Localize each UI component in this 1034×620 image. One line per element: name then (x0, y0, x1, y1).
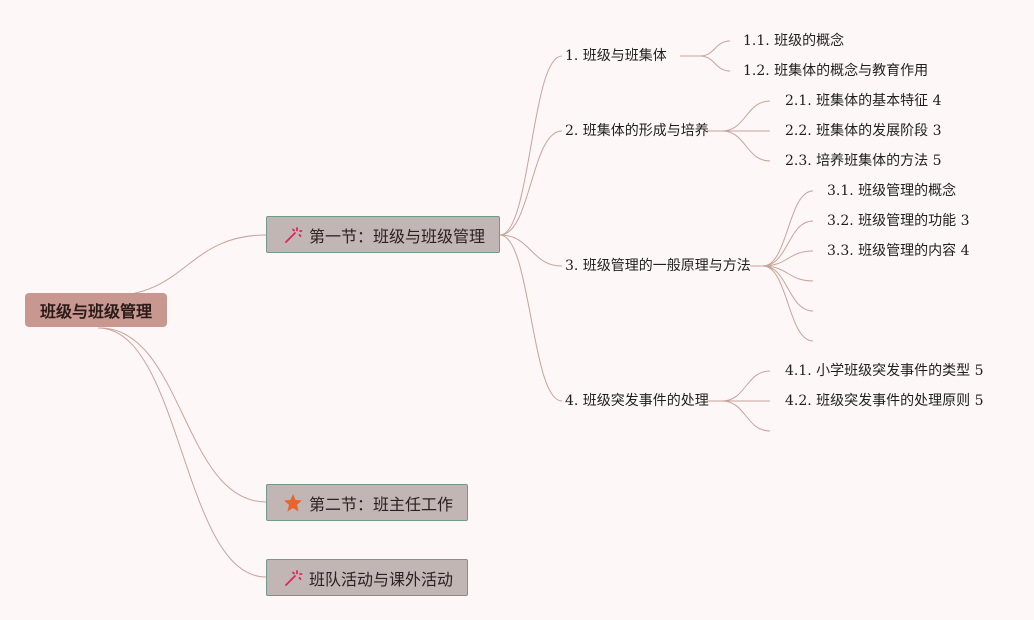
subtopic-node[interactable]: 3.2. 班级管理的功能 3 (827, 213, 970, 229)
link-root-section (107, 234, 267, 297)
link-section-topic (499, 130, 563, 236)
link-root-section (99, 327, 267, 503)
subtopic-node[interactable]: 4.2. 班级突发事件的处理原则 5 (785, 393, 984, 409)
topic-node[interactable]: 1. 班级与班集体 (565, 48, 667, 64)
section-label: 第二节：班主任工作 (309, 494, 454, 514)
link-root-section (97, 327, 267, 578)
topic-node[interactable]: 2. 班集体的形成与培养 (565, 123, 709, 139)
section-label: 第一节：班级与班级管理 (309, 226, 486, 246)
subtopic-node[interactable]: 2.2. 班集体的发展阶段 3 (785, 123, 942, 139)
root-label: 班级与班级管理 (39, 302, 152, 321)
link-topic-subtopic (762, 265, 814, 282)
link-topic-subtopic (762, 250, 814, 267)
subtopic-node[interactable]: 2.1. 班集体的基本特征 4 (785, 93, 942, 109)
magic-wand-icon (283, 568, 303, 588)
subtopic-node[interactable]: 3.1. 班级管理的概念 (827, 183, 957, 199)
link-section-topic (499, 234, 563, 267)
link-topic-subtopic (721, 370, 771, 402)
magic-wand-icon (283, 225, 303, 245)
subtopic-node[interactable]: 1.2. 班集体的概念与教育作用 (743, 63, 929, 79)
link-topic-subtopic (699, 40, 731, 57)
link-section-topic (499, 234, 563, 402)
subtopic-node[interactable]: 1.1. 班级的概念 (743, 33, 845, 49)
section-label: 班队活动与课外活动 (309, 569, 454, 589)
link-topic-subtopic (762, 265, 814, 312)
link-topic-subtopic (721, 400, 771, 432)
subtopic-node[interactable]: 3.3. 班级管理的内容 4 (827, 243, 970, 259)
subtopic-node[interactable]: 4.1. 小学班级突发事件的类型 5 (785, 363, 984, 379)
link-topic-subtopic (721, 100, 771, 132)
topic-node[interactable]: 4. 班级突发事件的处理 (565, 393, 709, 409)
section-node-2[interactable]: 第二节：班主任工作 (266, 484, 468, 521)
topic-node[interactable]: 3. 班级管理的一般原理与方法 (565, 258, 751, 274)
subtopic-node[interactable]: 2.3. 培养班集体的方法 5 (785, 153, 942, 169)
root-node[interactable]: 班级与班级管理 (25, 293, 167, 327)
section-node-3[interactable]: 班队活动与课外活动 (266, 559, 468, 596)
link-topic-subtopic (762, 220, 814, 267)
link-topic-subtopic (762, 190, 814, 267)
link-section-topic (499, 55, 563, 236)
section-node-1[interactable]: 第一节：班级与班级管理 (266, 216, 500, 253)
link-topic-subtopic (721, 130, 771, 162)
link-topic-subtopic (699, 55, 731, 72)
star-icon (283, 493, 303, 513)
link-topic-subtopic (762, 265, 814, 342)
